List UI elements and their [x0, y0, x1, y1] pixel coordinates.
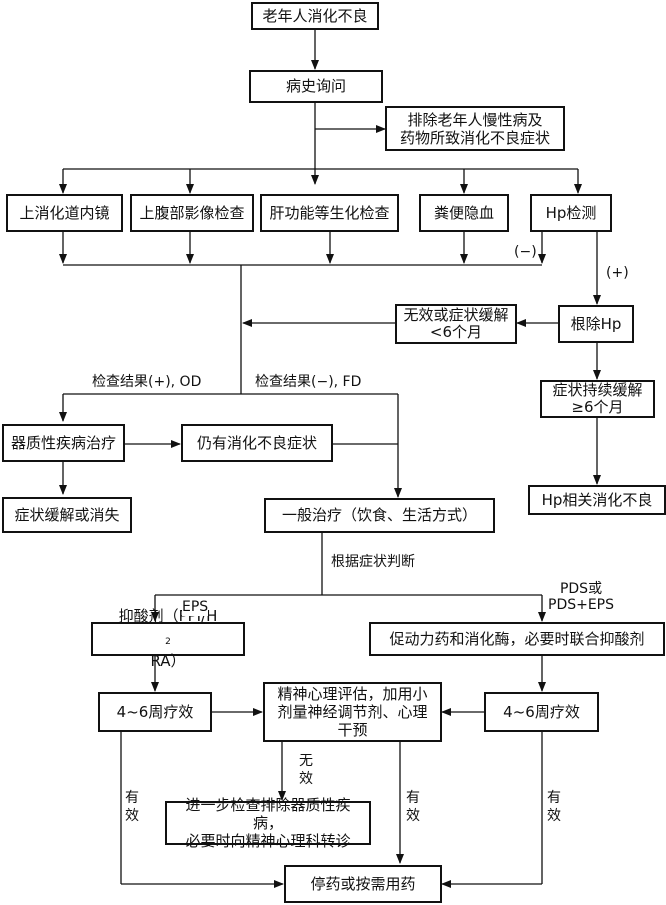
node-liver: 肝功能等生化检查 — [260, 194, 399, 232]
node-stop-medication: 停药或按需用药 — [284, 865, 442, 903]
label-result-negative: 检查结果(−), FD — [255, 374, 362, 391]
node-imaging: 上腹部影像检查 — [130, 194, 254, 232]
node-eradicate: 根除Hp — [558, 305, 634, 343]
label-effective-middle: 有效 — [406, 790, 420, 824]
node-still-symptoms: 仍有消化不良症状 — [181, 424, 333, 462]
node-organic-treatment: 器质性疾病治疗 — [2, 424, 125, 462]
label-effective-right: 有效 — [547, 790, 561, 824]
label-hp-positive: (+) — [606, 265, 629, 282]
node-elderly-dyspepsia: 老年人消化不良 — [251, 2, 379, 30]
node-relief: 症状缓解或消失 — [2, 497, 132, 533]
node-weeks-left: 4~6周疗效 — [98, 692, 212, 732]
node-endoscopy: 上消化道内镜 — [6, 194, 123, 232]
label-eps: EPS — [182, 599, 209, 616]
node-hp-test: Hp检测 — [530, 194, 612, 232]
node-history: 病史询问 — [249, 70, 383, 103]
node-psych-eval: 精神心理评估，加用小剂量神经调节剂、心理干预 — [263, 682, 442, 742]
node-further-exam: 进一步检查排除器质性疾病，必要时向精神心理科转诊 — [165, 796, 371, 850]
node-general: 一般治疗（饮食、生活方式） — [264, 498, 495, 533]
node-weeks-right: 4~6周疗效 — [484, 692, 599, 732]
label-result-positive: 检查结果(+), OD — [92, 374, 202, 391]
node-sustained: 症状持续缓解≥6个月 — [540, 380, 655, 418]
label-effective-left: 有效 — [125, 790, 139, 824]
node-hp-dyspepsia: Hp相关消化不良 — [528, 485, 666, 515]
node-exclude: 排除老年人慢性病及药物所致消化不良症状 — [385, 106, 565, 151]
node-prokinetic: 促动力药和消化酶，必要时联合抑酸剂 — [369, 622, 665, 656]
node-occult-blood: 粪便隐血 — [419, 194, 509, 232]
label-no-effect: 无效 — [299, 753, 313, 787]
node-ineffective: 无效或症状缓解<6个月 — [395, 304, 517, 344]
label-hp-negative: (−) — [514, 244, 537, 261]
label-by-symptoms: 根据症状判断 — [331, 554, 415, 571]
